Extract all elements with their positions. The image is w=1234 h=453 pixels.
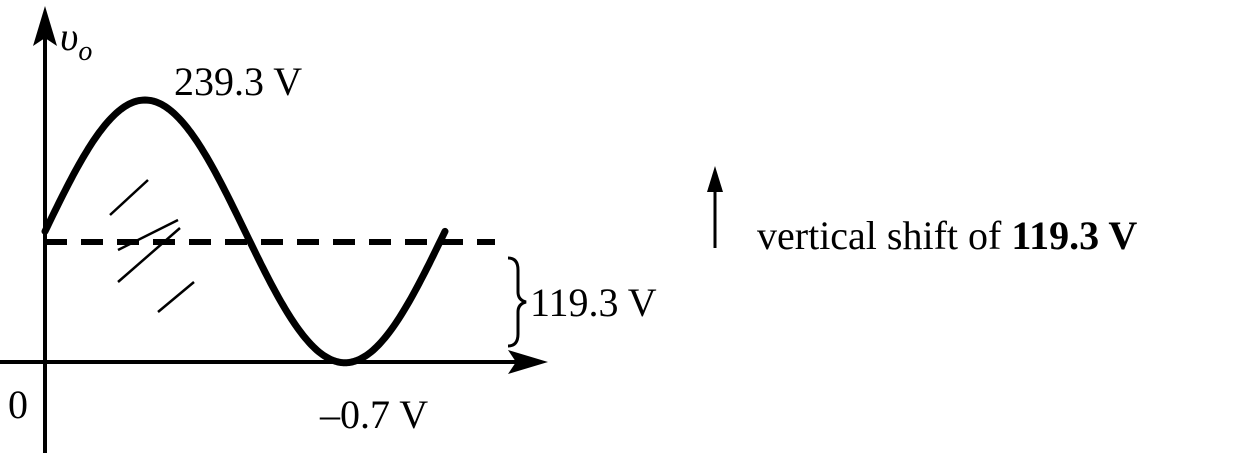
y-axis-label: υo <box>60 14 92 67</box>
trough-label: –0.7 V <box>319 392 428 437</box>
hatch-mark <box>157 281 195 313</box>
output-waveform <box>41 96 449 367</box>
hatch-mark <box>117 227 181 283</box>
offset-label: 119.3 V <box>530 280 657 325</box>
shift-arrow-icon <box>707 166 723 192</box>
shift-note-prefix: vertical shift of <box>757 213 1011 258</box>
peak-label: 239.3 V <box>174 59 302 104</box>
hatch-marks <box>109 179 195 313</box>
y-axis-symbol: υ <box>60 14 78 59</box>
x-axis-arrowhead <box>508 350 548 374</box>
shift-note-value: 119.3 V <box>1011 213 1137 258</box>
hatch-mark <box>117 218 179 252</box>
y-axis-arrowhead <box>33 6 57 46</box>
hatch-mark <box>109 179 149 216</box>
y-axis-subscript: o <box>78 36 92 67</box>
shift-note: vertical shift of 119.3 V <box>757 213 1137 258</box>
offset-brace <box>507 256 527 348</box>
origin-label: 0 <box>8 382 28 427</box>
